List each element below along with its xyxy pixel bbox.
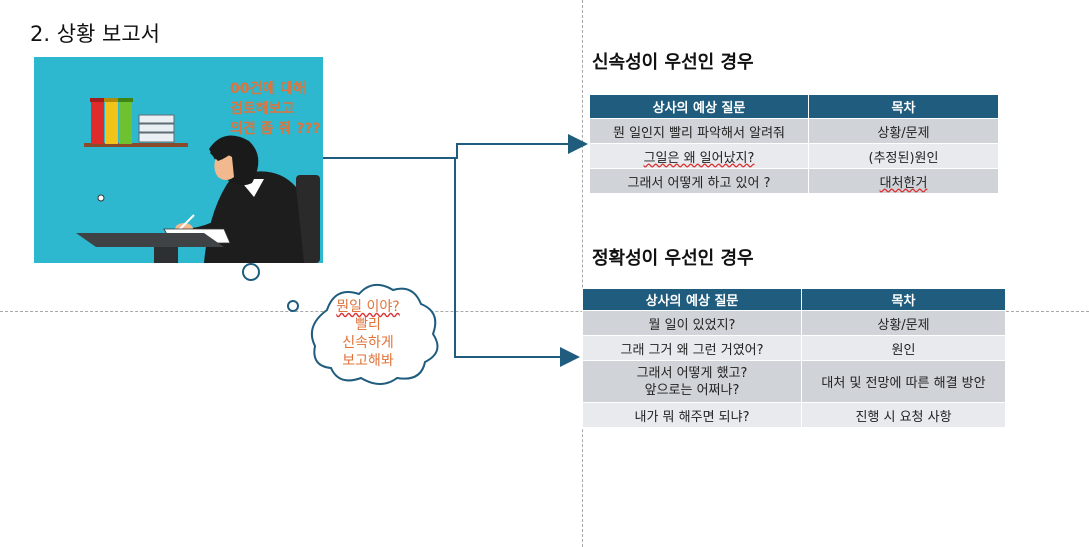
accuracy-row2-question: 그래 그거 왜 그런 거였어?	[583, 336, 802, 361]
accuracy-row3-toc: 대처 및 전망에 따른 해결 방안	[802, 361, 1006, 403]
speed-row2-question: 그일은 왜 일어났지?	[590, 144, 809, 169]
accuracy-row3-question: 그래서 어떻게 했고? 앞으로는 어쩌나?	[583, 361, 802, 403]
accuracy-row4-question: 내가 뭐 해주면 되냐?	[583, 403, 802, 428]
table-row: 그래서 어떻게 했고? 앞으로는 어쩌나? 대처 및 전망에 따른 해결 방안	[583, 361, 1006, 403]
speed-row2-toc: (추정된)원인	[809, 144, 999, 169]
table-row: 그래서 어떻게 하고 있어 ? 대처한거	[590, 169, 999, 194]
speed-priority-title: 신속성이 우선인 경우	[592, 48, 754, 74]
speed-priority-table: 상사의 예상 질문 목차 뭔 일인지 빨리 파악해서 알려줘 상황/문제 그일은…	[589, 94, 999, 194]
table-row: 뭘 일이 있었지? 상황/문제	[583, 311, 1006, 336]
speed-header-toc: 목차	[809, 95, 999, 119]
speed-row1-toc: 상황/문제	[809, 119, 999, 144]
speed-row1-question: 뭔 일인지 빨리 파악해서 알려줘	[590, 119, 809, 144]
accuracy-row1-question: 뭘 일이 있었지?	[583, 311, 802, 336]
accuracy-row1-toc: 상황/문제	[802, 311, 1006, 336]
accuracy-header-question: 상사의 예상 질문	[583, 289, 802, 311]
table-row: 그래 그거 왜 그런 거였어? 원인	[583, 336, 1006, 361]
speed-header-question: 상사의 예상 질문	[590, 95, 809, 119]
accuracy-header-toc: 목차	[802, 289, 1006, 311]
accuracy-row4-toc: 진행 시 요청 사항	[802, 403, 1006, 428]
speed-row3-toc: 대처한거	[809, 169, 999, 194]
table-row: 내가 뭐 해주면 되냐? 진행 시 요청 사항	[583, 403, 1006, 428]
accuracy-priority-table: 상사의 예상 질문 목차 뭘 일이 있었지? 상황/문제 그래 그거 왜 그런 …	[582, 288, 1006, 428]
table-row: 그일은 왜 일어났지? (추정된)원인	[590, 144, 999, 169]
table-row: 뭔 일인지 빨리 파악해서 알려줘 상황/문제	[590, 119, 999, 144]
accuracy-priority-title: 정확성이 우선인 경우	[592, 244, 754, 270]
speed-row3-question: 그래서 어떻게 하고 있어 ?	[590, 169, 809, 194]
accuracy-row2-toc: 원인	[802, 336, 1006, 361]
